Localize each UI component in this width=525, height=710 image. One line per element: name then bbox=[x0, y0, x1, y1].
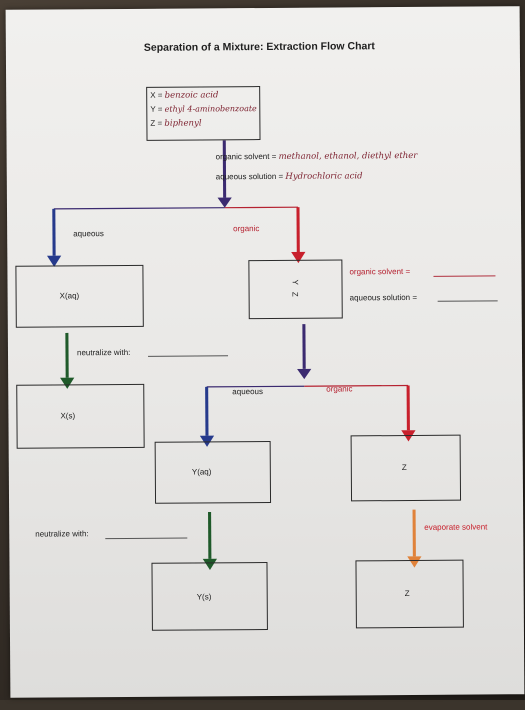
z-label: Z = bbox=[150, 119, 164, 128]
organic-solvent-line: organic solvent = methanol, ethanol, die… bbox=[216, 151, 418, 162]
branch-2-aqueous-label: aqueous bbox=[232, 387, 263, 396]
ys-label: Y(s) bbox=[197, 592, 212, 601]
yz-z-label: Z bbox=[291, 292, 300, 297]
arrowhead-start bbox=[218, 197, 232, 207]
z-box-2-label: Z bbox=[405, 589, 410, 598]
z-box-1-label: Z bbox=[402, 463, 407, 472]
aqueous-solution-2-label: aqueous solution = bbox=[350, 293, 417, 302]
organic-solvent-answer: methanol, ethanol, diethyl ether bbox=[279, 151, 418, 162]
neutralize-2-label: neutralize with: bbox=[35, 529, 88, 538]
worksheet-paper: Separation of a Mixture: Extraction Flow… bbox=[6, 6, 525, 698]
y-identity-line: Y = ethyl 4-aminobenzoate bbox=[150, 104, 257, 114]
branch-1-aqueous-label: aqueous bbox=[73, 229, 104, 238]
aqueous-solution-label: aqueous solution = bbox=[216, 172, 286, 181]
arrowhead-yz bbox=[297, 369, 311, 379]
y-label: Y = bbox=[150, 105, 164, 114]
z-identity-line: Z = biphenyl bbox=[150, 118, 201, 128]
branch-line-1-right bbox=[225, 207, 298, 208]
aqueous-solution-answer: Hydrochloric acid bbox=[285, 171, 362, 182]
branch-line-1-left bbox=[54, 208, 225, 209]
xs-box bbox=[16, 384, 144, 449]
yz-box bbox=[248, 259, 342, 319]
xaq-label: X(aq) bbox=[60, 291, 80, 300]
page-title: Separation of a Mixture: Extraction Flow… bbox=[144, 40, 375, 54]
evaporate-label: evaporate solvent bbox=[424, 522, 487, 531]
xs-label: X(s) bbox=[60, 411, 75, 420]
organic-solvent-label: organic solvent = bbox=[216, 152, 279, 161]
neutralize-1-label: neutralize with: bbox=[77, 348, 130, 357]
aqueous-solution-line: aqueous solution = Hydrochloric acid bbox=[216, 171, 363, 182]
x-identity-line: X = benzoic acid bbox=[150, 90, 218, 100]
organic-solvent-2-label: organic solvent = bbox=[349, 267, 410, 276]
branch-1-organic-label: organic bbox=[233, 224, 259, 233]
branch-2-organic-label: organic bbox=[326, 384, 352, 393]
yaq-label: Y(aq) bbox=[192, 467, 212, 476]
z-answer: biphenyl bbox=[164, 118, 201, 128]
yaq-box bbox=[155, 441, 271, 504]
x-answer: benzoic acid bbox=[165, 90, 219, 100]
yz-y-label: Y bbox=[291, 280, 300, 285]
branch-line-2-right bbox=[304, 385, 408, 386]
y-answer: ethyl 4-aminobenzoate bbox=[165, 104, 257, 114]
x-label: X = bbox=[150, 91, 165, 100]
